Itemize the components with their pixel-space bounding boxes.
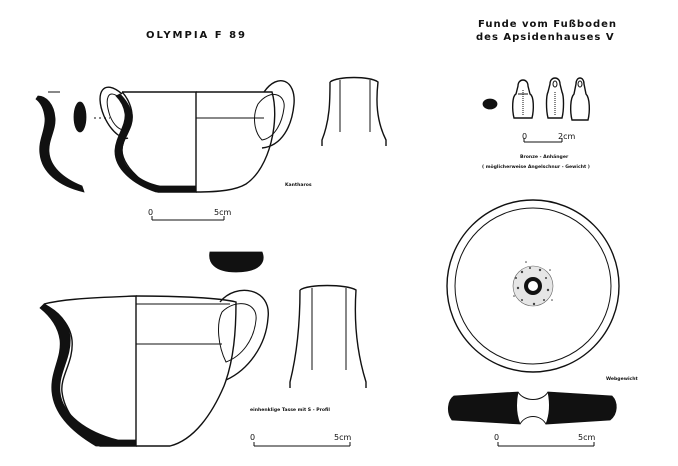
loom-weight-section-left xyxy=(448,391,521,425)
find-heading-line1: Funde vom Fußboden xyxy=(478,19,617,30)
pendant-caption-line2: ( möglicherweise Angelschnur - Gewicht ) xyxy=(482,164,590,170)
loom-weight-caption: Webgewicht xyxy=(606,376,639,382)
loom-weight-outline xyxy=(446,199,620,373)
tasse-scale-bar: 0 5cm xyxy=(250,433,351,447)
pendant-hole xyxy=(552,80,558,88)
scale-end-label: 5cm xyxy=(214,208,231,217)
loom-weight-drawing: Webgewicht 0 5cm xyxy=(446,199,639,447)
scale-zero-label: 0 xyxy=(494,433,499,442)
loom-weight-stipple xyxy=(513,261,553,306)
loom-weight-hole-profile xyxy=(517,391,549,425)
tasse-handle xyxy=(219,289,269,381)
pendant-view-1 xyxy=(511,79,535,119)
kantharos-profile-section xyxy=(35,95,85,193)
tasse-wall-section xyxy=(39,303,137,447)
kantharos-right-handle xyxy=(261,80,295,149)
handle-inner-right xyxy=(254,94,285,141)
scale-end-label: 5cm xyxy=(578,433,595,442)
pendant-view-3 xyxy=(569,77,591,121)
kantharos-body-right xyxy=(195,91,276,193)
loom-weight-section-right xyxy=(545,391,617,425)
kantharos-caption: Kantharos xyxy=(285,182,312,188)
scale-zero-label: 0 xyxy=(148,208,153,217)
handle-inner xyxy=(106,93,125,131)
kantharos-drawing: Kantharos 0 5cm xyxy=(35,76,387,221)
pendant-cross-section xyxy=(482,98,498,110)
scale-zero-label: 0 xyxy=(522,132,527,141)
tasse-body-right xyxy=(135,295,237,447)
tasse-handle-inner xyxy=(218,303,257,363)
scale-end-label: 2cm xyxy=(558,132,575,141)
tasse-handle-section xyxy=(209,251,264,273)
bronze-pendant-drawing: 0 2cm Bronze - Anhänger ( möglicherweise… xyxy=(482,77,591,170)
tasse-body-left xyxy=(43,295,137,447)
loom-weight-inner-edge xyxy=(454,207,612,365)
plate-title: OLYMPIA F 89 xyxy=(146,30,247,41)
loom-weight-scale-bar: 0 5cm xyxy=(494,433,595,447)
scale-zero-label: 0 xyxy=(250,433,255,442)
kantharos-scale-bar: 0 5cm xyxy=(148,208,231,221)
loom-weight-hole xyxy=(528,281,538,291)
tasse-caption: einhenklige Tasse mit S - Profil xyxy=(250,407,330,413)
pendant-hole xyxy=(577,80,583,88)
pendant-view-2 xyxy=(545,77,565,119)
pendant-caption-line1: Bronze - Anhänger xyxy=(520,154,569,160)
tasse-drawing: einhenklige Tasse mit S - Profil 0 5cm xyxy=(39,251,367,447)
tasse-handle-side-view xyxy=(289,284,367,388)
kantharos-handle-side-view xyxy=(321,76,387,146)
pendant-scale-bar: 0 2cm xyxy=(522,132,575,143)
kantharos-left-handle xyxy=(99,86,129,140)
kantharos-wall-section xyxy=(114,93,197,193)
scale-end-label: 5cm xyxy=(334,433,351,442)
find-heading-line2: des Apsidenhauses V xyxy=(476,32,615,43)
kantharos-handle-section xyxy=(73,101,87,133)
